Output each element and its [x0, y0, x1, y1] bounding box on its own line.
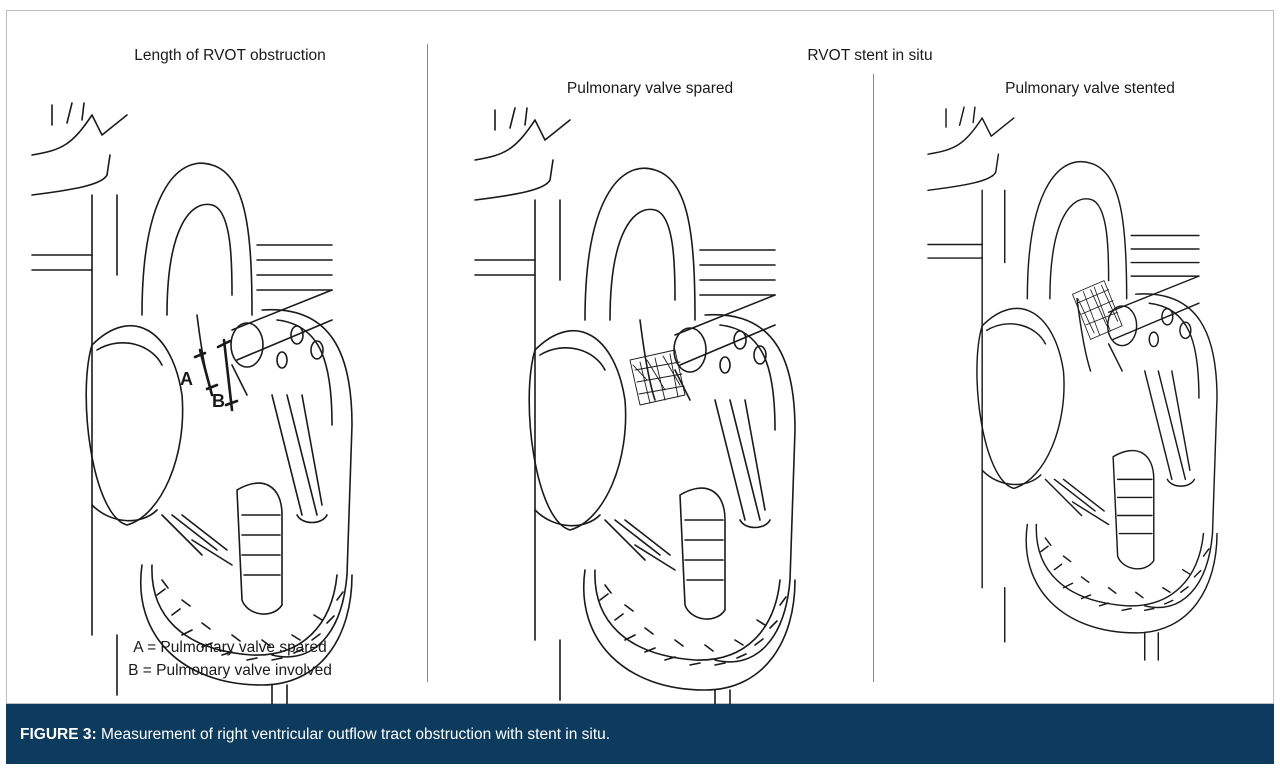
- caption-bar: FIGURE 3: Measurement of right ventricul…: [6, 704, 1274, 764]
- panel-left-title: Length of RVOT obstruction: [60, 47, 400, 65]
- heart-illustration-valve-stented: [912, 100, 1242, 660]
- divider-right: [873, 74, 874, 682]
- caption-text: Measurement of right ventricular outflow…: [101, 726, 610, 743]
- heart-illustration-valve-spared: [460, 100, 820, 720]
- panel-right-title: Pulmonary valve stented: [940, 80, 1240, 98]
- legend: A = Pulmonary valve spared B = Pulmonary…: [60, 636, 400, 682]
- heart-illustration-obstruction: A B: [32, 95, 362, 715]
- marker-b: B: [212, 391, 225, 411]
- divider-left: [427, 44, 428, 682]
- legend-line-a: A = Pulmonary valve spared: [60, 636, 400, 659]
- marker-a: A: [180, 369, 193, 389]
- caption-label: FIGURE 3:: [20, 726, 97, 743]
- legend-line-b: B = Pulmonary valve involved: [60, 659, 400, 682]
- panel-middle-title: Pulmonary valve spared: [520, 80, 780, 98]
- group-title: RVOT stent in situ: [740, 47, 1000, 65]
- stent-graphic: [630, 350, 685, 405]
- figure-caption: FIGURE 3: Measurement of right ventricul…: [20, 726, 610, 744]
